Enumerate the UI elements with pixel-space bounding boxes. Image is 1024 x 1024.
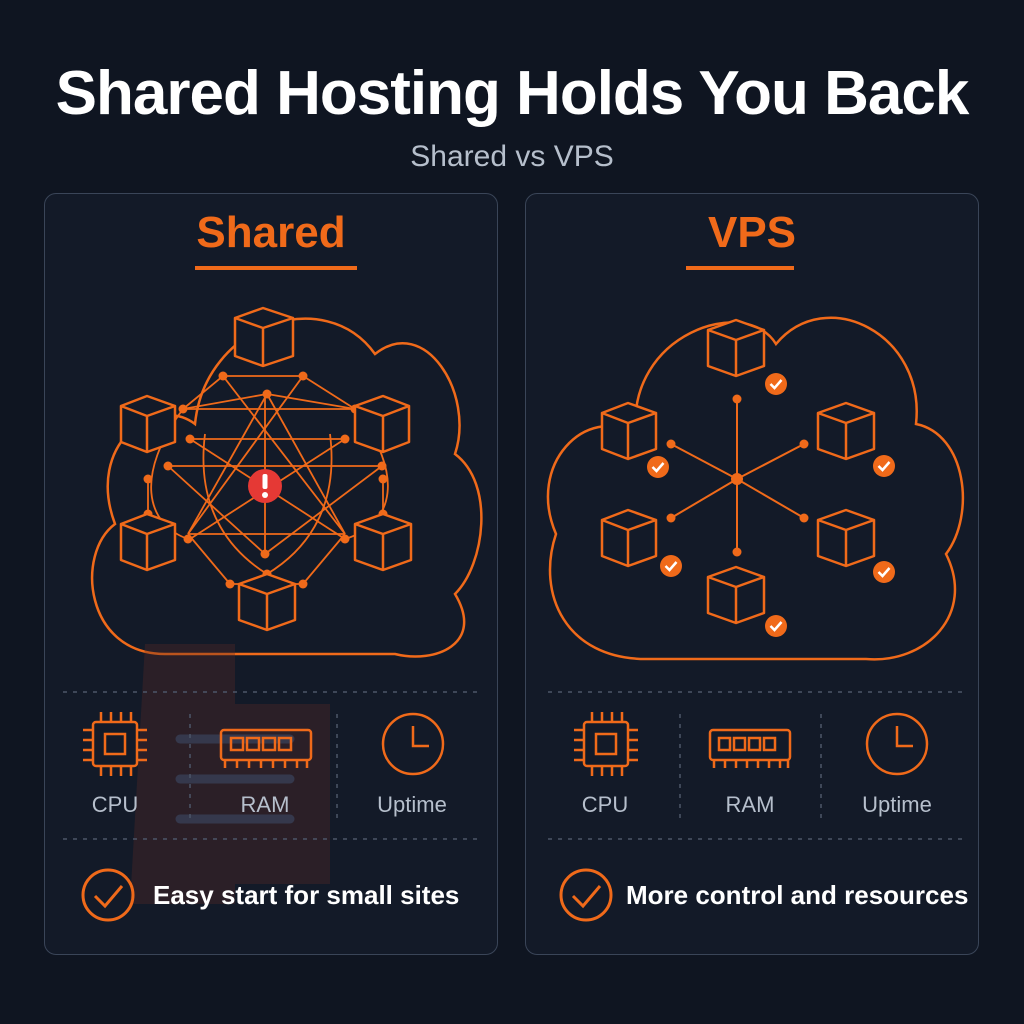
cube-icon bbox=[119, 394, 177, 454]
resource-label-uptime: Uptime bbox=[377, 792, 447, 817]
star-connections bbox=[670, 399, 805, 552]
vps-footer-text: More control and resources bbox=[626, 880, 969, 910]
server-cubes bbox=[119, 306, 413, 632]
resource-label-cpu: CPU bbox=[581, 792, 629, 817]
page-subtitle: Shared vs VPS bbox=[410, 140, 614, 173]
shared-heading-underline bbox=[195, 266, 357, 270]
ram-icon bbox=[219, 728, 313, 768]
check-badge-icon bbox=[647, 456, 669, 478]
page-title: Shared Hosting Holds You Back bbox=[55, 59, 970, 128]
check-circle-icon bbox=[81, 868, 135, 922]
cube-icon bbox=[233, 306, 295, 368]
cube-icon bbox=[119, 512, 177, 572]
resource-label-ram: RAM bbox=[725, 792, 775, 817]
check-badge-icon bbox=[873, 561, 895, 583]
background-server-shape bbox=[130, 644, 330, 904]
cube-icon bbox=[706, 565, 766, 625]
resource-label-cpu: CPU bbox=[91, 792, 139, 817]
cloud-outline bbox=[90, 317, 483, 658]
check-badges bbox=[647, 373, 895, 637]
cube-icon bbox=[600, 401, 658, 461]
shared-footer-text: Easy start for small sites bbox=[153, 880, 460, 910]
cube-icon bbox=[353, 394, 411, 454]
cube-icon bbox=[600, 508, 658, 568]
clock-icon bbox=[865, 712, 929, 776]
resource-label-ram: RAM bbox=[240, 792, 290, 817]
vps-diagram bbox=[546, 316, 965, 922]
vps-heading-underline bbox=[686, 266, 794, 270]
clock-icon bbox=[381, 712, 445, 776]
star-nodes bbox=[666, 394, 809, 557]
cube-icon bbox=[816, 508, 876, 568]
check-badge-icon bbox=[873, 455, 895, 477]
check-circle-icon bbox=[559, 868, 613, 922]
cloud-outline bbox=[546, 316, 965, 661]
cube-icon bbox=[816, 401, 876, 461]
vps-heading: VPS bbox=[707, 208, 797, 257]
vps-panel: VPS bbox=[525, 193, 979, 955]
warning-icon bbox=[248, 469, 282, 503]
ram-icon bbox=[708, 728, 792, 768]
check-badge-icon bbox=[765, 615, 787, 637]
cube-icon bbox=[237, 572, 297, 632]
cpu-icon bbox=[574, 712, 638, 776]
cube-icon bbox=[706, 318, 766, 378]
check-badge-icon bbox=[660, 555, 682, 577]
shared-panel: Shared bbox=[44, 193, 498, 955]
server-cubes bbox=[600, 318, 876, 625]
cpu-icon bbox=[83, 712, 147, 776]
shared-heading: Shared bbox=[196, 208, 346, 257]
cube-icon bbox=[353, 512, 413, 572]
check-badge-icon bbox=[765, 373, 787, 395]
resource-label-uptime: Uptime bbox=[862, 792, 932, 817]
shared-diagram bbox=[63, 306, 483, 922]
